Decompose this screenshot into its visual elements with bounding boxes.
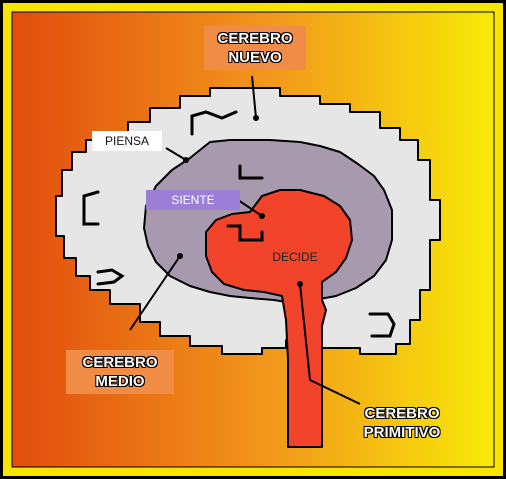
- leader-dot-cerebro-primitivo: [297, 281, 303, 287]
- leader-cerebro-medio: [129, 255, 181, 331]
- sulcus-inner-top: [238, 164, 264, 180]
- leader-cerebro-primitivo: [299, 283, 311, 381]
- leader-cerebro-primitivo-2: [309, 379, 361, 405]
- leader-piensa: [165, 147, 187, 161]
- label-cerebro-primitivo: CEREBRO PRIMITIVO: [363, 405, 441, 441]
- label-cerebro-medio: CEREBRO MEDIO: [66, 350, 174, 394]
- label-siente: SIENTE: [146, 190, 240, 210]
- sulcus-left: [82, 190, 100, 226]
- sulcus-red: [226, 224, 264, 242]
- leader-dot-cerebro-nuevo: [253, 115, 259, 121]
- sulcus-bottom-left: [96, 268, 125, 286]
- leader-cerebro-nuevo: [251, 75, 257, 119]
- label-decide: DECIDE: [272, 250, 318, 264]
- label-piensa: PIENSA: [92, 131, 162, 151]
- leader-dot-piensa: [183, 157, 189, 163]
- sulcus-top: [190, 110, 238, 136]
- leader-dot-cerebro-medio: [177, 253, 183, 259]
- leader-dot-siente: [259, 213, 265, 219]
- sulcus-bottom-right: [368, 312, 396, 338]
- leader-siente: [237, 199, 263, 217]
- label-cerebro-nuevo: CEREBRO NUEVO: [204, 26, 306, 70]
